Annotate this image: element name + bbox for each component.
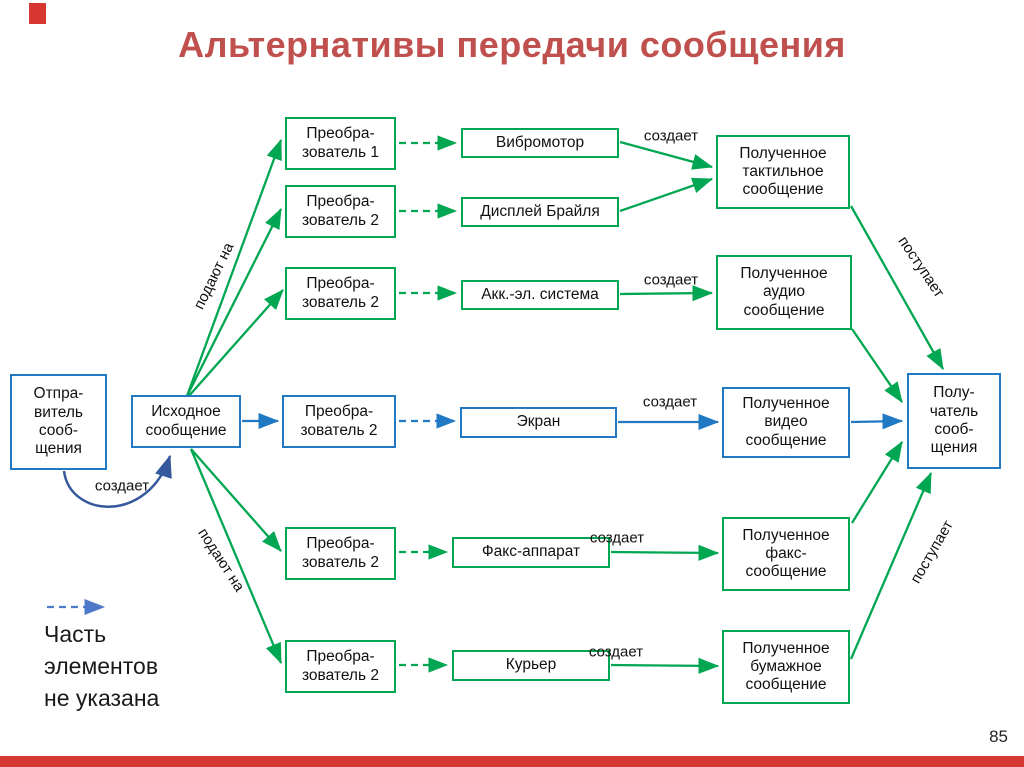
node-received-tactile: Полученное тактильное сообщение <box>716 135 850 209</box>
edge-label-creates-paper: создает <box>588 643 644 661</box>
edge-label-creates-sender: создает <box>94 477 150 495</box>
node-source-message: Исходное сообщение <box>131 395 241 448</box>
top-left-red-mark <box>29 3 46 24</box>
node-courier: Курьер <box>452 650 610 681</box>
edges-received-to-receiver <box>849 205 945 660</box>
bottom-red-bar <box>0 756 1024 767</box>
node-converter-2-audio: Преобра- зователь 2 <box>285 267 396 320</box>
node-converter-2-fax: Преобра- зователь 2 <box>285 527 396 580</box>
edge-label-creates-tactile: создает <box>643 127 699 145</box>
edges-converter-to-device <box>399 135 458 673</box>
legend-text: Часть элементов не указана <box>44 621 160 712</box>
node-fax-machine: Факс-аппарат <box>452 537 610 568</box>
edges-feed-to-converters <box>185 138 284 665</box>
node-received-video: Полученное видео сообщение <box>722 387 850 458</box>
node-converter-2-video: Преобра- зователь 2 <box>282 395 396 448</box>
node-sender: Отпра- витель сооб- щения <box>10 374 107 470</box>
node-received-fax: Полученное факс- сообщение <box>722 517 850 591</box>
edge-label-creates-audio: создает <box>643 271 699 289</box>
edges-device-to-received <box>610 140 720 674</box>
node-converter-1: Преобра- зователь 1 <box>285 117 396 170</box>
edge-label-creates-fax: создает <box>589 529 645 547</box>
node-converter-2-braille: Преобра- зователь 2 <box>285 185 396 238</box>
node-received-paper: Полученное бумажное сообщение <box>722 630 850 704</box>
edge-label-creates-video: создает <box>642 393 698 411</box>
edge-sender-creates-arc <box>62 454 172 508</box>
node-converter-2-courier: Преобра- зователь 2 <box>285 640 396 693</box>
slide-title: Альтернативы передачи сообщения <box>178 24 846 65</box>
node-vibromotor: Вибромотор <box>461 128 619 158</box>
node-screen: Экран <box>460 407 617 438</box>
page-number: 85 <box>989 727 1008 746</box>
node-braille-display: Дисплей Брайля <box>461 197 619 227</box>
node-receiver: Полу- чатель сооб- щения <box>907 373 1001 469</box>
node-acoustic-system: Акк.-эл. система <box>461 280 619 310</box>
node-received-audio: Полученное аудио сообщение <box>716 255 852 330</box>
